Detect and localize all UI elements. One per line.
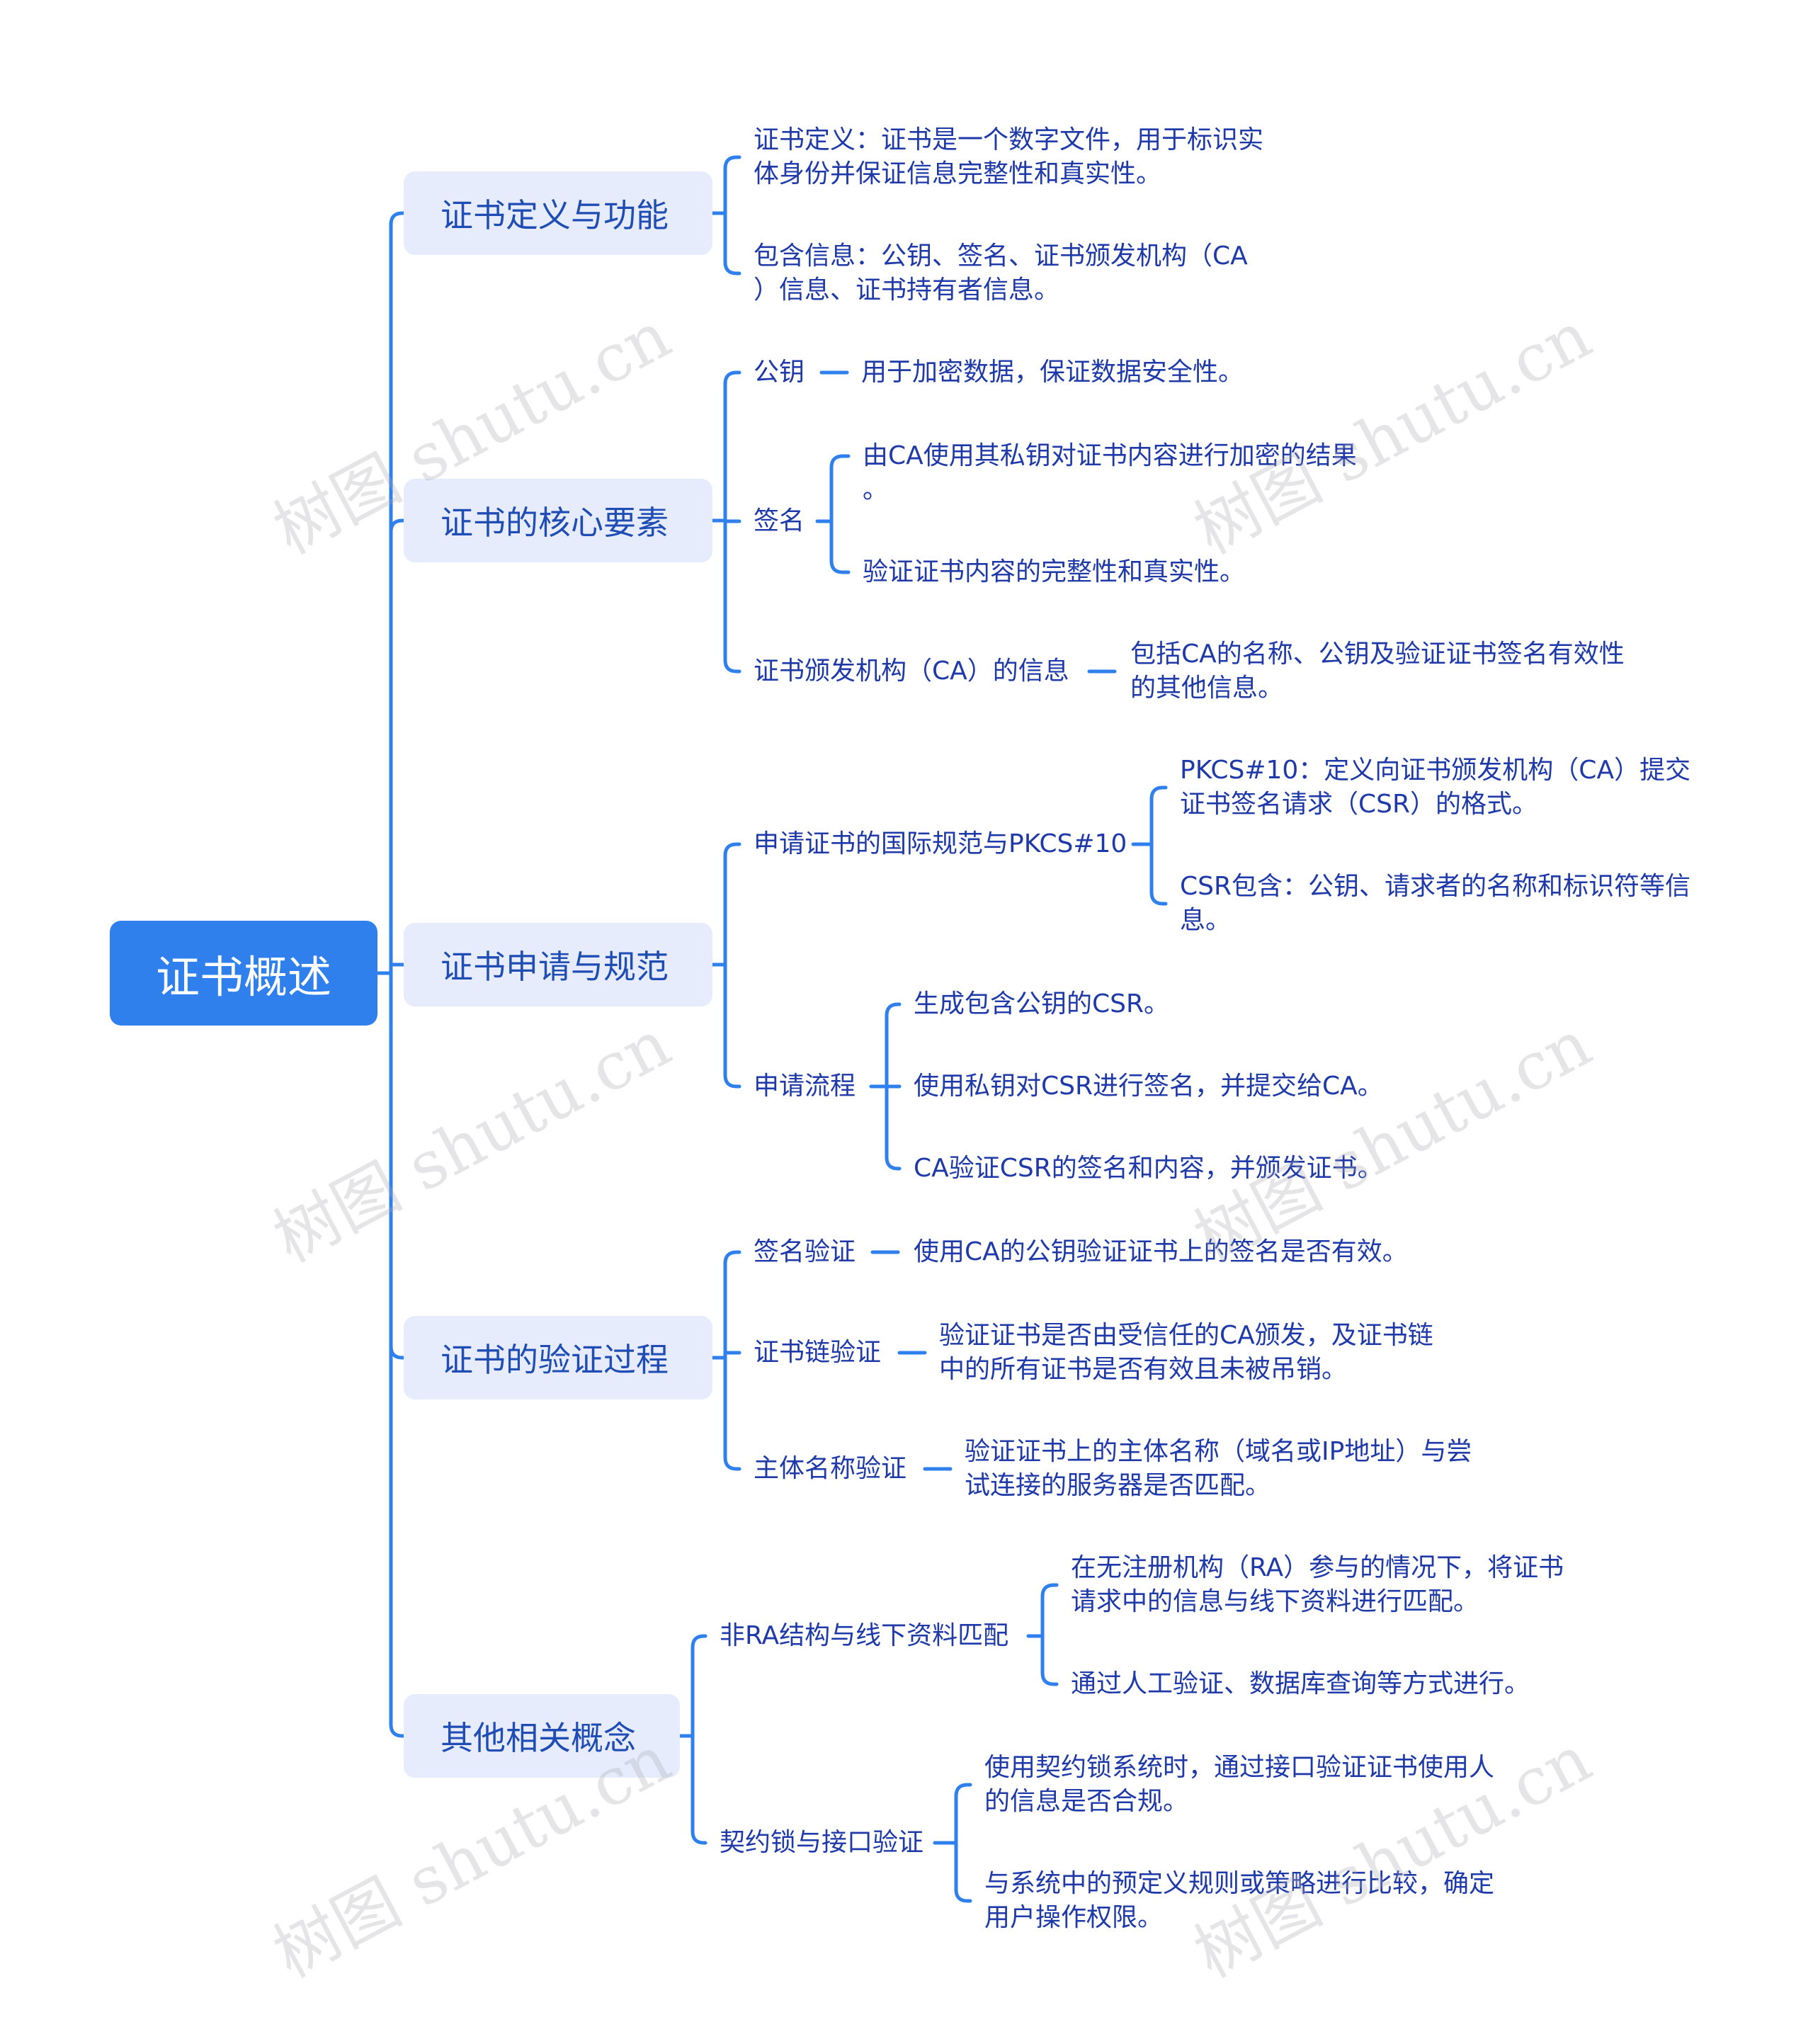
- b0-connector-link-1: [723, 211, 741, 276]
- item-public-key: 公钥: [754, 358, 805, 387]
- branch-core-elements[interactable]: 证书的核心要素: [404, 479, 712, 562]
- b3-connector-link-2: [723, 1356, 741, 1471]
- branch-application[interactable]: 证书申请与规范: [404, 923, 712, 1006]
- leaf-non-ra-method: 通过人工验证、数据库查询等方式进行。: [1071, 1669, 1530, 1698]
- b3-connector-link-1: [723, 1351, 741, 1360]
- leaf-flow-step-2: 使用私钥对CSR进行签名，并提交给CA。: [914, 1072, 1383, 1101]
- root-connector-link-4: [389, 971, 406, 1738]
- root-node[interactable]: 证书概述: [110, 921, 377, 1026]
- item-pkcs10-spec: 申请证书的国际规范与PKCS#10: [754, 829, 1127, 858]
- item-chain-verify: 证书链验证: [754, 1338, 882, 1367]
- leaf-subject-verify-desc: 验证证书上的主体名称（域名或IP地址）与尝试连接的服务器是否匹配。: [965, 1437, 1472, 1500]
- item-ca-info: 证书颁发机构（CA）的信息: [754, 657, 1069, 686]
- leaf-ca-info-desc: 包括CA的名称、公钥及验证证书签名有效性的其他信息。: [1130, 640, 1625, 703]
- leaf-public-key-desc: 用于加密数据，保证数据安全性。: [861, 358, 1244, 387]
- b4-connector-link-0: [690, 1634, 707, 1738]
- item-subject-verify: 主体名称验证: [754, 1454, 907, 1483]
- leaf-non-ra-desc: 在无注册机构（RA）参与的情况下，将证书请求中的信息与线下资料进行匹配。: [1071, 1553, 1564, 1616]
- item-application-flow: 申请流程: [754, 1072, 856, 1101]
- item-non-ra-match: 非RA结构与线下资料匹配: [720, 1621, 1009, 1650]
- root-connector-link-0: [389, 211, 406, 975]
- item-signature-verify: 签名验证: [754, 1237, 856, 1266]
- branch-cert-definition[interactable]: 证书定义与功能: [404, 171, 712, 255]
- b4-lock-connector-link-1: [954, 1841, 972, 1903]
- b4-lock-connector-link-0: [954, 1783, 972, 1845]
- leaf-signature-result: 由CA使用其私钥对证书内容进行加密的结果。: [863, 441, 1357, 504]
- leaf-contained-info: 包含信息：公钥、签名、证书颁发机构（CA）信息、证书持有者信息。: [754, 242, 1248, 305]
- b4-connector-link-1: [690, 1734, 707, 1845]
- b2-pkcs-connector-link-0: [1149, 785, 1168, 846]
- leaf-contract-lock-desc: 使用契约锁系统时，通过接口验证证书使用人的信息是否合规。: [984, 1753, 1495, 1816]
- leaf-flow-step-1: 生成包含公钥的CSR。: [914, 989, 1170, 1018]
- leaf-contract-lock-permission: 与系统中的预定义规则或策略进行比较，确定用户操作权限。: [984, 1869, 1495, 1932]
- leaf-pkcs10-def: PKCS#10：定义向证书颁发机构（CA）提交证书签名请求（CSR）的格式。: [1180, 756, 1691, 819]
- leaf-chain-verify-desc: 验证证书是否由受信任的CA颁发，及证书链中的所有证书是否有效且未被吊销。: [939, 1321, 1433, 1384]
- item-signature: 签名: [754, 506, 805, 535]
- b2-connector-link-0: [723, 842, 741, 967]
- b0-connector-link-0: [723, 155, 741, 215]
- b1-connector-link-2: [723, 518, 741, 674]
- branch-verification[interactable]: 证书的验证过程: [404, 1316, 712, 1399]
- root-connector-link-2: [389, 963, 406, 975]
- branch-other-concepts[interactable]: 其他相关概念: [404, 1694, 680, 1778]
- b2-connector-link-1: [723, 963, 741, 1089]
- leaf-definition: 证书定义：证书是一个数字文件，用于标识实体身份并保证信息完整性和真实性。: [754, 125, 1264, 188]
- root-connector-link-1: [389, 518, 406, 975]
- b4-nonra-connector-link-1: [1040, 1634, 1059, 1686]
- b3-connector-link-0: [723, 1250, 741, 1360]
- b2-pkcs-connector-link-1: [1149, 842, 1168, 906]
- b1-sig-connector-link-0: [829, 454, 851, 523]
- leaf-csr-contains: CSR包含：公钥、请求者的名称和标识符等信息。: [1180, 872, 1691, 935]
- leaf-signature-verify-desc: 使用CA的公钥验证证书上的签名是否有效。: [914, 1237, 1408, 1266]
- b4-nonra-connector-link-0: [1040, 1583, 1059, 1638]
- item-contract-lock: 契约锁与接口验证: [720, 1828, 924, 1857]
- b1-connector-link-0: [723, 370, 741, 523]
- b2-flow-connector-link-0: [885, 1002, 902, 1089]
- b2-flow-connector-link-2: [885, 1084, 902, 1171]
- b1-sig-connector-link-1: [829, 519, 851, 574]
- leaf-signature-verify: 验证证书内容的完整性和真实性。: [863, 557, 1246, 586]
- leaf-flow-step-3: CA验证CSR的签名和内容，并颁发证书。: [914, 1154, 1383, 1183]
